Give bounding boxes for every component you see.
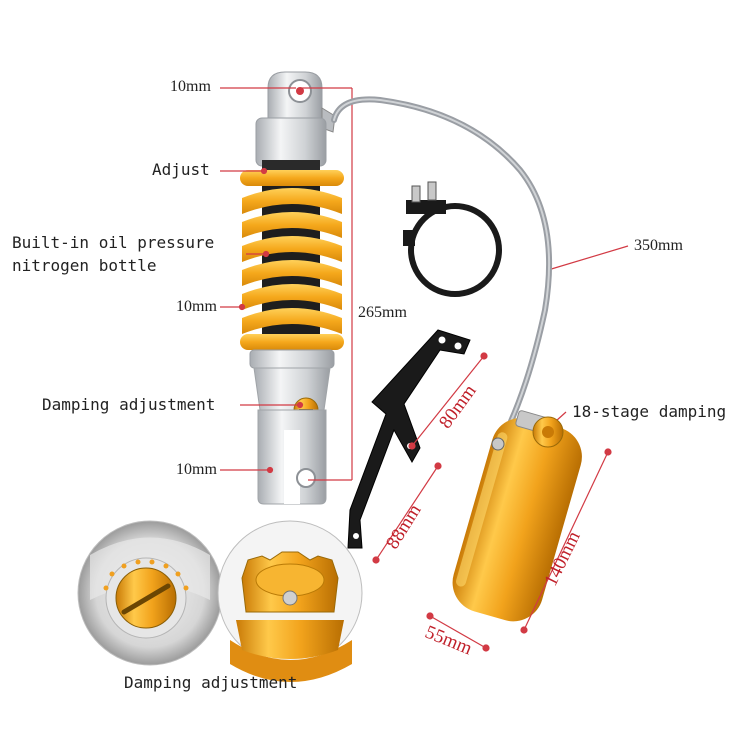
damping-adjustment-bottom-label: Damping adjustment [124, 673, 298, 692]
detail-damping-cap [217, 520, 363, 682]
hydraulic-hose [331, 96, 553, 431]
builtin-bottle-label-line1: Built-in oil pressure [12, 233, 215, 252]
adjust-label: Adjust [152, 160, 210, 179]
spring-mid-label: 10mm [176, 298, 217, 315]
detail-damping-knob [77, 520, 223, 666]
bottom-eye-label: 10mm [176, 461, 217, 478]
reservoir-bottle [452, 410, 582, 622]
reservoir-clamp [403, 181, 502, 297]
damping-adjustment-top-label: Damping adjustment [42, 395, 216, 414]
builtin-bottle-label-line2: nitrogen bottle [12, 256, 157, 275]
mounting-bracket [347, 329, 471, 549]
shock-absorber [240, 71, 344, 505]
top-eye-label: 10mm [170, 78, 211, 95]
length-dimension-line [300, 87, 353, 481]
hose-length-label: 350mm [634, 237, 683, 254]
coil-spring [240, 170, 344, 350]
stage-damping-label: 18-stage damping [572, 402, 727, 421]
length-label: 265mm [358, 304, 407, 321]
leader-lines [220, 87, 629, 474]
bracket-dimension-lines [372, 352, 488, 564]
bottle-dimension-lines [426, 448, 612, 652]
